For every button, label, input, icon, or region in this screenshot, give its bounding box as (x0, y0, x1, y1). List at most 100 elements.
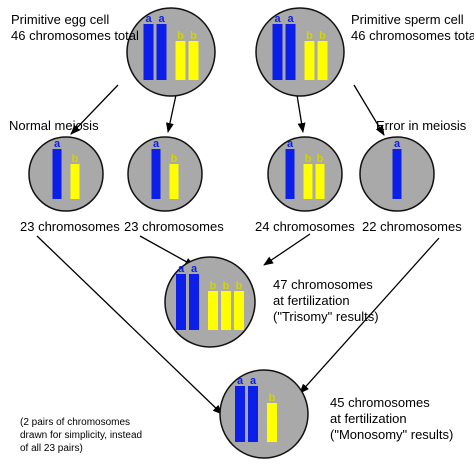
error-meiosis-label: Error in meiosis (376, 118, 467, 133)
chromosome-b-letter: b (190, 30, 197, 42)
sperm-title-line-1: Primitive sperm cell (351, 12, 464, 27)
chromosome-a-2 (156, 24, 167, 80)
cell-body (127, 136, 203, 212)
footnote-line-1: (2 pairs of chromosomes (20, 417, 130, 428)
footnote-line-3: of all 23 pairs) (20, 443, 83, 454)
chromosome-b-letter: b (236, 280, 243, 292)
chromosome-b-1 (304, 41, 315, 80)
chromosome-a-1 (272, 24, 283, 80)
chromosome-b-1 (208, 291, 218, 330)
egg-title-line-1: Primitive egg cell (11, 12, 109, 27)
arrow-24-gamete-to-trisomy (263, 233, 311, 266)
cell-egg-gamete-right: ab (127, 136, 203, 212)
trisomy-label-line-2: at fertilization (273, 293, 350, 308)
monosomy-label-line-3: ("Monosomy" results) (330, 427, 453, 442)
arrow-sperm-to-24-gamete (296, 94, 306, 133)
chromosome-a-1 (235, 386, 245, 442)
normal-meiosis-label: Normal meiosis (9, 118, 99, 133)
count-egg-right: 23 chromosomes (124, 219, 224, 234)
chromosome-a-letter: a (274, 13, 281, 25)
monosomy-label-line-2: at fertilization (330, 411, 407, 426)
chromosome-a-1 (52, 149, 62, 199)
chromosome-a-1 (176, 274, 186, 330)
chromosome-b-letter: b (269, 392, 276, 404)
trisomy-label-line-1: 47 chromosomes (273, 277, 373, 292)
chromosome-b-letter: b (177, 30, 184, 42)
chromosome-a-1 (151, 149, 161, 199)
chromosome-b-1 (267, 403, 277, 442)
cell-body (255, 7, 345, 97)
chromosome-a-2 (248, 386, 258, 442)
chromosome-b-3 (234, 291, 244, 330)
chromosome-b-1 (70, 164, 80, 199)
arrow-egg-to-left-gamete (70, 84, 119, 135)
chromosome-b-letter: b (317, 153, 324, 165)
count-sperm-24: 24 chromosomes (255, 219, 355, 234)
chromosome-b-letter: b (305, 153, 312, 165)
chromosome-b-2 (315, 164, 325, 199)
chromosome-a-1 (285, 149, 295, 199)
cell-body (219, 369, 309, 459)
chromosome-b-1 (169, 164, 179, 199)
chromosome-a-letter: a (394, 138, 401, 150)
arrow-gamete-to-trisomy (139, 235, 195, 267)
arrow-sperm-to-22-gamete (353, 84, 385, 136)
cell-body (126, 7, 216, 97)
chromosome-a-letter: a (287, 138, 294, 150)
arrow-egg-to-right-gamete (165, 94, 177, 133)
chromosome-b-1 (175, 41, 186, 80)
chromosome-a-2 (285, 24, 296, 80)
chromosome-b-letter: b (72, 153, 79, 165)
chromosome-a-letter: a (158, 13, 165, 25)
chromosome-b-2 (221, 291, 231, 330)
cell-egg-gamete-left: ab (28, 136, 104, 212)
chromosome-b-2 (317, 41, 328, 80)
chromosome-a-letter: a (237, 375, 244, 387)
chromosome-a-1 (392, 149, 402, 199)
chromosome-b-letter: b (210, 280, 217, 292)
chromosome-b-letter: b (223, 280, 230, 292)
sperm-title-line-2: 46 chromosomes total (351, 28, 474, 43)
chromosome-a-letter: a (145, 13, 152, 25)
chromosome-a-letter: a (287, 13, 294, 25)
chromosome-b-letter: b (171, 153, 178, 165)
count-sperm-22: 22 chromosomes (362, 219, 462, 234)
chromosome-a-letter: a (153, 138, 160, 150)
arrows (36, 84, 440, 415)
egg-title-line-2: 46 chromosomes total (11, 28, 139, 43)
chromosome-b-2 (188, 41, 199, 80)
chromosome-a-1 (143, 24, 154, 80)
footnote-line-2: drawn for simplicity, instead (20, 430, 142, 441)
monosomy-label-line-1: 45 chromosomes (330, 395, 430, 410)
chromosome-a-letter: a (178, 263, 185, 275)
chromosome-a-letter: a (54, 138, 61, 150)
cell-body (28, 136, 104, 212)
labels: Primitive egg cell 46 chromosomes total … (9, 12, 474, 454)
chromosomes: ab (151, 138, 179, 199)
chromosome-b-1 (303, 164, 313, 199)
chromosome-a-2 (189, 274, 199, 330)
cell-sperm-gamete-22: a (359, 136, 435, 212)
arrow-22-gamete-to-monosomy (299, 237, 440, 394)
chromosomes: a (392, 138, 402, 199)
chromosome-a-letter: a (191, 263, 198, 275)
chromosome-a-letter: a (250, 375, 257, 387)
count-egg-left: 23 chromosomes (20, 219, 120, 234)
trisomy-label-line-3: ("Trisomy" results) (273, 309, 379, 324)
chromosome-b-letter: b (306, 30, 313, 42)
arrow-gamete-to-monosomy (36, 235, 223, 415)
chromosome-b-letter: b (319, 30, 326, 42)
chromosomes: ab (52, 138, 80, 199)
